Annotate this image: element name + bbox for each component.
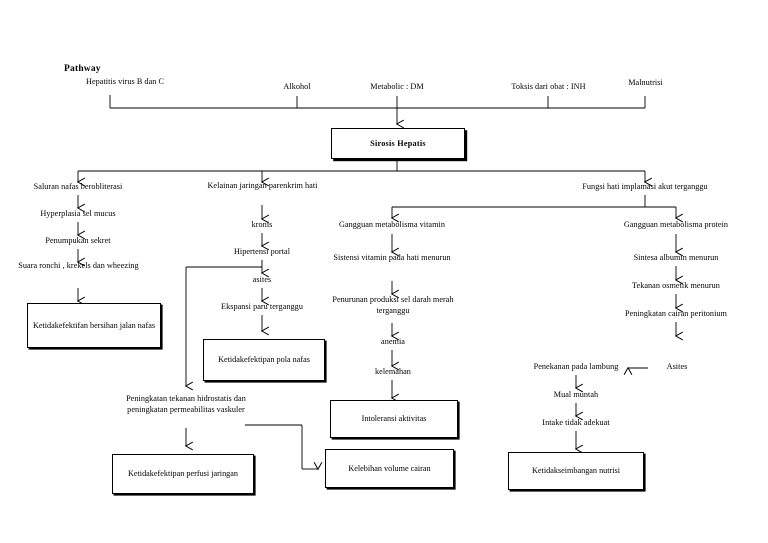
node-penurunan-produksi-sel-darah-merah: Penurunan produksi sel darah merah terga… xyxy=(332,295,454,315)
node-sintesa-albumin-menurun: Sintesa albumin menurun xyxy=(633,253,719,262)
node-intake-tidak-adekuat: Intake tidak adekuat xyxy=(542,418,610,427)
node-gangguan-metabolisma-protein: Gangguan metabolisma protein xyxy=(623,220,729,229)
node-hipertensi-portal: Hipertensi portal xyxy=(233,247,291,256)
outcome-ketidakefektipan-perfusi-jaringan: Ketidakefektipan perfusi jaringan xyxy=(112,454,254,494)
node-hyperplasia-sel-mucus: Hyperplasia sel mucus xyxy=(40,209,116,218)
page-title: Pathway xyxy=(64,64,101,74)
node-suara-ronchi-krekels-wheezing: Suara ronchi , krekels dan wheezing xyxy=(18,261,139,270)
node-saluran-nafas-berobliterasi: Saluran nafas berobliterasi xyxy=(33,182,123,191)
node-sistensi-vitamin-pada-hati-menurun: Sistensi vitamin pada hati menurun xyxy=(333,253,451,262)
node-asites-peritonium: Asites xyxy=(666,362,688,371)
etiology-node-metabolic: Metabolic : DM xyxy=(370,82,424,91)
outcome-kelebihan-volume-cairan: Kelebihan volume cairan xyxy=(325,449,454,488)
outcome-intoleransi-aktivitas: Intoleransi aktivitas xyxy=(330,400,458,438)
node-ekspansi-paru-terganggu: Ekspansi paru terganggu xyxy=(221,302,303,311)
node-gangguan-metabolisma-vitamin: Gangguan metabolisma vitamin xyxy=(339,220,445,229)
etiology-node-malnutrisi: Malnutrisi xyxy=(628,78,663,87)
node-fungsi-hati-implamasi-akut-terganggu: Fungsi hati implamasi akut terganggu xyxy=(582,182,708,191)
node-asites-portal: asites xyxy=(252,275,272,284)
etiology-node-hepatitis: Hepatitis virus B dan C xyxy=(85,77,164,86)
node-penumpukan-sekret: Penumpukan sekret xyxy=(45,236,111,245)
etiology-node-toksis: Toksis dari obat : INH xyxy=(511,82,586,91)
node-kronis: kronis xyxy=(251,220,273,229)
outcome-ketidakefektifan-bersihan-jalan-nafas: Ketidakefektifan bersihan jalan nafas xyxy=(27,303,161,348)
node-peningkatan-tekanan-hidrostatis: Peningkatan tekanan hidrostatis dan peni… xyxy=(126,394,246,414)
node-penekanan-pada-lambung: Penekanan pada lambung xyxy=(533,362,619,371)
node-peningkatan-cairan-peritonium: Peningkatan cairan peritonium xyxy=(625,309,727,318)
central-node-sirosis-hepatis: Sirosis Hepatis xyxy=(331,128,465,159)
node-mual-muntah: Mual muntah xyxy=(553,390,599,399)
node-tekanan-osmetik-menurun: Tekanan osmetik menurun xyxy=(632,281,720,290)
outcome-ketidakefektipan-pola-nafas: Ketidakefektipan pola nafas xyxy=(203,339,325,381)
etiology-node-alkohol: Alkohol xyxy=(283,82,311,91)
node-kelainan-jaringan-parenkrim-hati: Kelainan jaringan parenkrim hati xyxy=(207,181,318,190)
outcome-ketidakseimbangan-nutrisi: Ketidakseimbangan nutrisi xyxy=(508,452,644,490)
node-anemia: anemia xyxy=(381,337,405,346)
node-kelemahan: kelemahan xyxy=(375,367,411,376)
